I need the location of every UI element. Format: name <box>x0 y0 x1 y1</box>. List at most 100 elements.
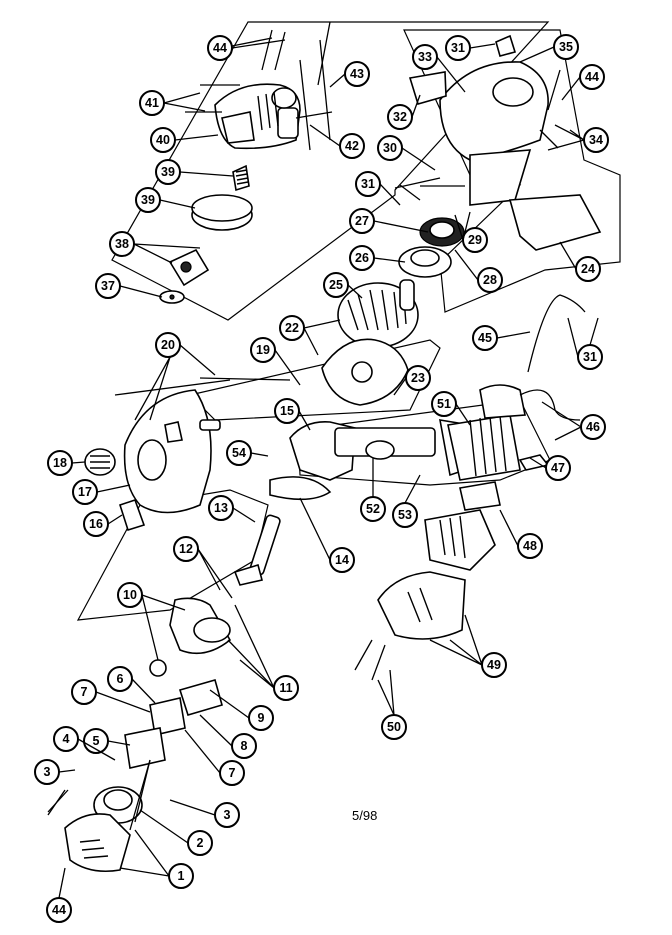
svg-text:7: 7 <box>229 766 236 780</box>
callout-22: 22 <box>279 315 305 341</box>
svg-text:3: 3 <box>44 765 51 779</box>
air-filter-group <box>84 377 291 532</box>
svg-text:34: 34 <box>589 133 603 147</box>
callout-4: 4 <box>53 726 79 752</box>
svg-text:47: 47 <box>551 461 565 475</box>
callout-41: 41 <box>139 90 165 116</box>
callout-17: 17 <box>72 479 98 505</box>
callout-18: 18 <box>47 450 73 476</box>
callout-31-top: 31 <box>445 35 471 61</box>
svg-text:31: 31 <box>361 177 375 191</box>
callout-9: 9 <box>248 705 274 731</box>
svg-text:27: 27 <box>355 214 369 228</box>
callout-2: 2 <box>187 830 213 856</box>
callout-10: 10 <box>117 582 143 608</box>
callout-48: 48 <box>517 533 543 559</box>
svg-text:7: 7 <box>81 685 88 699</box>
cylinder-housing-group <box>394 34 602 278</box>
svg-text:15: 15 <box>280 404 294 418</box>
svg-text:5: 5 <box>93 734 100 748</box>
svg-text:25: 25 <box>329 278 343 292</box>
svg-text:38: 38 <box>115 237 129 251</box>
callout-3-right: 3 <box>214 802 240 828</box>
callout-35: 35 <box>553 34 579 60</box>
callout-39-b: 39 <box>135 187 161 213</box>
callout-11: 11 <box>273 675 299 701</box>
svg-text:39: 39 <box>161 165 175 179</box>
callout-7-top: 7 <box>71 679 97 705</box>
callout-15: 15 <box>274 398 300 424</box>
muffler-group <box>377 481 501 640</box>
callout-25: 25 <box>323 272 349 298</box>
callout-40: 40 <box>150 127 176 153</box>
callout-28: 28 <box>477 267 503 293</box>
svg-text:33: 33 <box>418 50 432 64</box>
callout-43: 43 <box>344 61 370 87</box>
callout-32: 32 <box>387 104 413 130</box>
callout-44-right: 44 <box>579 64 605 90</box>
callout-46: 46 <box>580 414 606 440</box>
callout-3-left: 3 <box>34 759 60 785</box>
svg-text:19: 19 <box>256 343 270 357</box>
svg-text:1: 1 <box>178 869 185 883</box>
svg-text:51: 51 <box>437 397 451 411</box>
callout-27: 27 <box>349 208 375 234</box>
callout-13: 13 <box>208 495 234 521</box>
svg-text:40: 40 <box>156 133 170 147</box>
svg-text:43: 43 <box>350 67 364 81</box>
callout-50: 50 <box>381 714 407 740</box>
drive-shaft-group <box>47 514 281 873</box>
svg-text:16: 16 <box>89 517 103 531</box>
callout-19: 19 <box>250 337 276 363</box>
svg-text:20: 20 <box>161 338 175 352</box>
svg-text:54: 54 <box>232 446 246 460</box>
callout-38: 38 <box>109 231 135 257</box>
callout-53: 53 <box>392 502 418 528</box>
callout-8: 8 <box>231 733 257 759</box>
svg-text:6: 6 <box>117 672 124 686</box>
svg-text:22: 22 <box>285 321 299 335</box>
crankcase-group <box>269 419 481 501</box>
svg-text:50: 50 <box>387 720 401 734</box>
callout-33: 33 <box>412 44 438 70</box>
svg-text:32: 32 <box>393 110 407 124</box>
svg-text:44: 44 <box>585 70 599 84</box>
svg-text:10: 10 <box>123 588 137 602</box>
callout-34: 34 <box>583 127 609 153</box>
svg-text:11: 11 <box>279 681 292 695</box>
svg-text:45: 45 <box>478 331 492 345</box>
svg-text:42: 42 <box>345 139 359 153</box>
callout-24: 24 <box>575 256 601 282</box>
callout-51: 51 <box>431 391 457 417</box>
svg-text:44: 44 <box>52 903 66 917</box>
flywheel-group <box>321 279 419 406</box>
svg-text:29: 29 <box>468 233 482 247</box>
svg-text:2: 2 <box>197 836 204 850</box>
svg-text:37: 37 <box>101 279 115 293</box>
cylinder-group <box>447 294 586 481</box>
callout-47: 47 <box>545 455 571 481</box>
callout-1: 1 <box>168 863 194 889</box>
svg-text:31: 31 <box>583 350 597 364</box>
date-code: 5/98 <box>352 808 378 823</box>
svg-text:52: 52 <box>366 502 380 516</box>
svg-text:8: 8 <box>241 739 248 753</box>
callout-20: 20 <box>155 332 181 358</box>
callout-23: 23 <box>405 365 431 391</box>
callout-14: 14 <box>329 547 355 573</box>
fasteners <box>47 21 561 831</box>
callout-44-top: 44 <box>207 35 233 61</box>
svg-text:28: 28 <box>483 273 497 287</box>
svg-text:13: 13 <box>214 501 228 515</box>
svg-text:23: 23 <box>411 371 425 385</box>
callout-16: 16 <box>83 511 109 537</box>
callout-54: 54 <box>226 440 252 466</box>
callout-44-bottom: 44 <box>46 897 72 923</box>
svg-text:9: 9 <box>258 711 265 725</box>
svg-text:53: 53 <box>398 508 412 522</box>
svg-text:31: 31 <box>451 41 465 55</box>
svg-text:46: 46 <box>586 420 600 434</box>
svg-text:26: 26 <box>355 251 369 265</box>
svg-text:14: 14 <box>335 553 349 567</box>
